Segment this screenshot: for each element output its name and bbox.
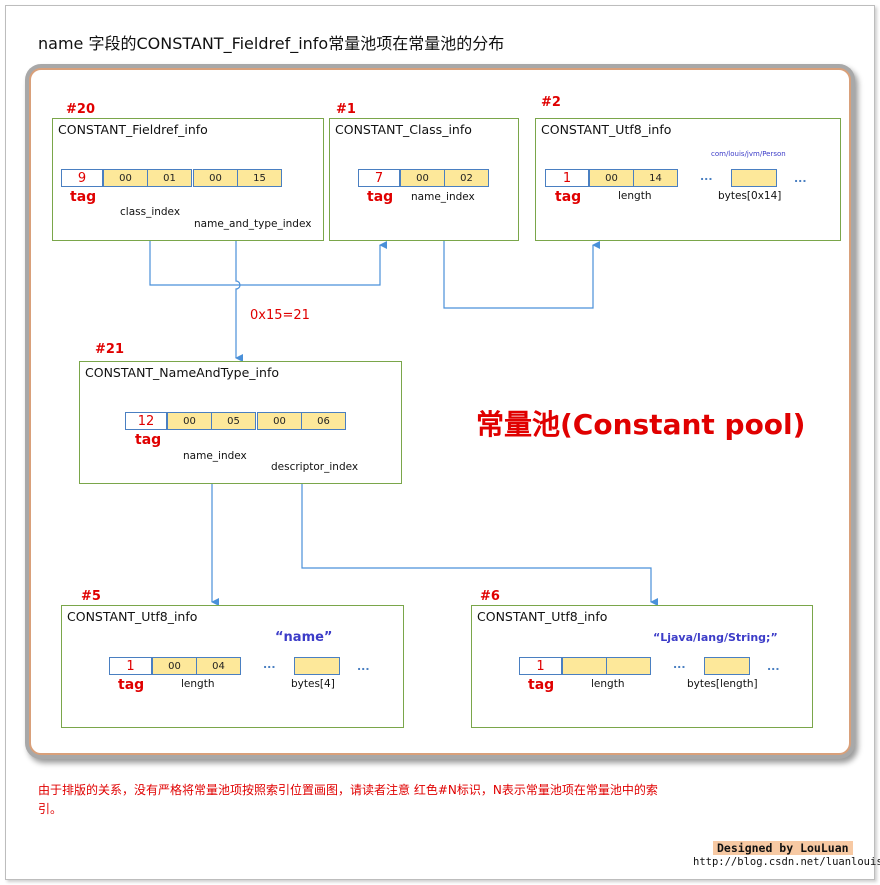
- utf8-5-tag-label: tag: [118, 677, 145, 693]
- utf8-5-byte-1: 00: [152, 657, 197, 675]
- nat-title: CONSTANT_NameAndType_info: [85, 365, 279, 380]
- utf8-5-byte-2: 04: [196, 657, 241, 675]
- utf8-5-bytes-label: bytes[4]: [290, 678, 336, 690]
- utf8-5-title: CONSTANT_Utf8_info: [67, 609, 198, 624]
- index-label-1: #1: [336, 102, 356, 117]
- wire-class-index: [149, 212, 387, 286]
- utf8-2-tag-label: tag: [555, 189, 582, 205]
- class-title: CONSTANT_Class_info: [335, 122, 472, 137]
- utf8-5-tag-cell: 1: [109, 657, 152, 675]
- utf8-5-string: “name”: [275, 630, 333, 645]
- fieldref-byte-1: 00: [103, 169, 148, 187]
- class-byte-2: 02: [444, 169, 489, 187]
- utf8-6-string: “Ljava/lang/String;”: [653, 631, 778, 644]
- class-tag-cell: 7: [358, 169, 400, 187]
- footnote: 由于排版的关系，没有严格将常量池项按照索引位置画图，请读者注意 红色#N标识，N…: [38, 783, 658, 816]
- utf8-2-byte-ellipsis: [731, 169, 777, 187]
- fieldref-title: CONSTANT_Fieldref_info: [58, 122, 208, 137]
- wire-name-and-type-index: [235, 212, 243, 362]
- wire-descriptor-index: [301, 450, 658, 606]
- utf8-6-title: CONSTANT_Utf8_info: [477, 609, 608, 624]
- utf8-6-bytes-label: bytes[length]: [686, 678, 759, 690]
- index-label-20: #20: [66, 102, 95, 117]
- author-url: http://blog.csdn.net/luanlouis: [693, 856, 880, 868]
- diagram-title: name 字段的CONSTANT_Fieldref_info常量池项在常量池的分…: [38, 34, 505, 53]
- fieldref-byte-4: 15: [237, 169, 282, 187]
- fieldref-tag-cell: 9: [61, 169, 103, 187]
- utf8-6-dots-2: ...: [767, 660, 780, 673]
- index-label-5: #5: [81, 589, 101, 604]
- nat-name-index-label: name_index: [182, 450, 248, 462]
- utf8-6-tag-cell: 1: [519, 657, 562, 675]
- nat-tag-label: tag: [135, 432, 162, 448]
- nat-byte-4: 06: [301, 412, 346, 430]
- utf8-2-bytes-label: bytes[0x14]: [717, 190, 783, 202]
- hex-annotation: 0x15=21: [250, 308, 310, 323]
- designed-by-badge: Designed by LouLuan: [713, 841, 853, 855]
- fieldref-tag-label: tag: [70, 189, 97, 205]
- utf8-5-length-label: length: [180, 678, 216, 690]
- utf8-6-byte-ellipsis: [704, 657, 750, 675]
- utf8-2-byte-2: 14: [633, 169, 678, 187]
- nat-byte-3: 00: [257, 412, 302, 430]
- utf8-2-dots-1: ...: [700, 170, 713, 183]
- utf8-6-tag-label: tag: [528, 677, 555, 693]
- utf8-2-byte-1: 00: [589, 169, 634, 187]
- utf8-2-dots-2: ...: [794, 172, 807, 185]
- utf8-2-string: com/louis/jvm/Person: [711, 150, 786, 158]
- utf8-6-byte-2: [606, 657, 651, 675]
- constant-pool-label: 常量池(Constant pool): [476, 408, 806, 441]
- utf8-6-length-label: length: [590, 678, 626, 690]
- nat-tag-cell: 12: [125, 412, 167, 430]
- wire-name-index: [443, 205, 600, 309]
- utf8-5-dots-1: ...: [263, 658, 276, 671]
- utf8-6-byte-1: [562, 657, 607, 675]
- utf8-2-title: CONSTANT_Utf8_info: [541, 122, 672, 137]
- index-label-6: #6: [480, 589, 500, 604]
- fieldref-byte-3: 00: [193, 169, 238, 187]
- fieldref-class-index-label: class_index: [119, 206, 182, 218]
- class-tag-label: tag: [367, 189, 394, 205]
- nat-byte-1: 00: [167, 412, 212, 430]
- index-label-21: #21: [95, 342, 124, 357]
- utf8-2-tag-cell: 1: [545, 169, 589, 187]
- nat-byte-2: 05: [211, 412, 256, 430]
- fieldref-byte-2: 01: [147, 169, 192, 187]
- utf8-2-length-label: length: [617, 190, 653, 202]
- class-name-index-label: name_index: [410, 191, 476, 203]
- utf8-5-byte-ellipsis: [294, 657, 340, 675]
- utf8-5-dots-2: ...: [357, 660, 370, 673]
- class-byte-1: 00: [400, 169, 445, 187]
- utf8-6-dots-1: ...: [673, 658, 686, 671]
- fieldref-name-and-type-label: name_and_type_index: [193, 218, 313, 230]
- index-label-2: #2: [541, 95, 561, 110]
- nat-descriptor-index-label: descriptor_index: [270, 461, 360, 473]
